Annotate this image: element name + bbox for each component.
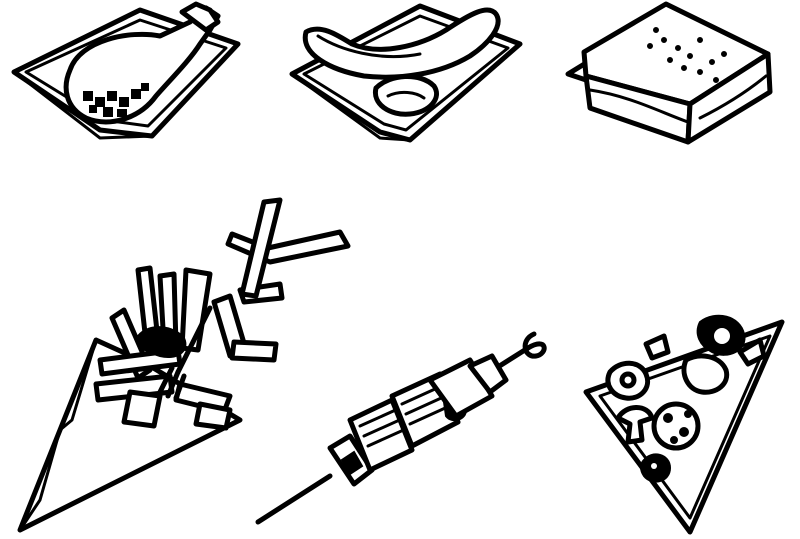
chicken-drumstick-tray-icon	[11, 1, 241, 140]
kebab-skewer-icon	[255, 331, 547, 525]
sausage-tray-icon	[289, 3, 523, 143]
pizza-slice-icon	[583, 314, 785, 535]
sandwich-icon	[565, 1, 773, 145]
french-fries-cone-icon	[17, 197, 351, 533]
